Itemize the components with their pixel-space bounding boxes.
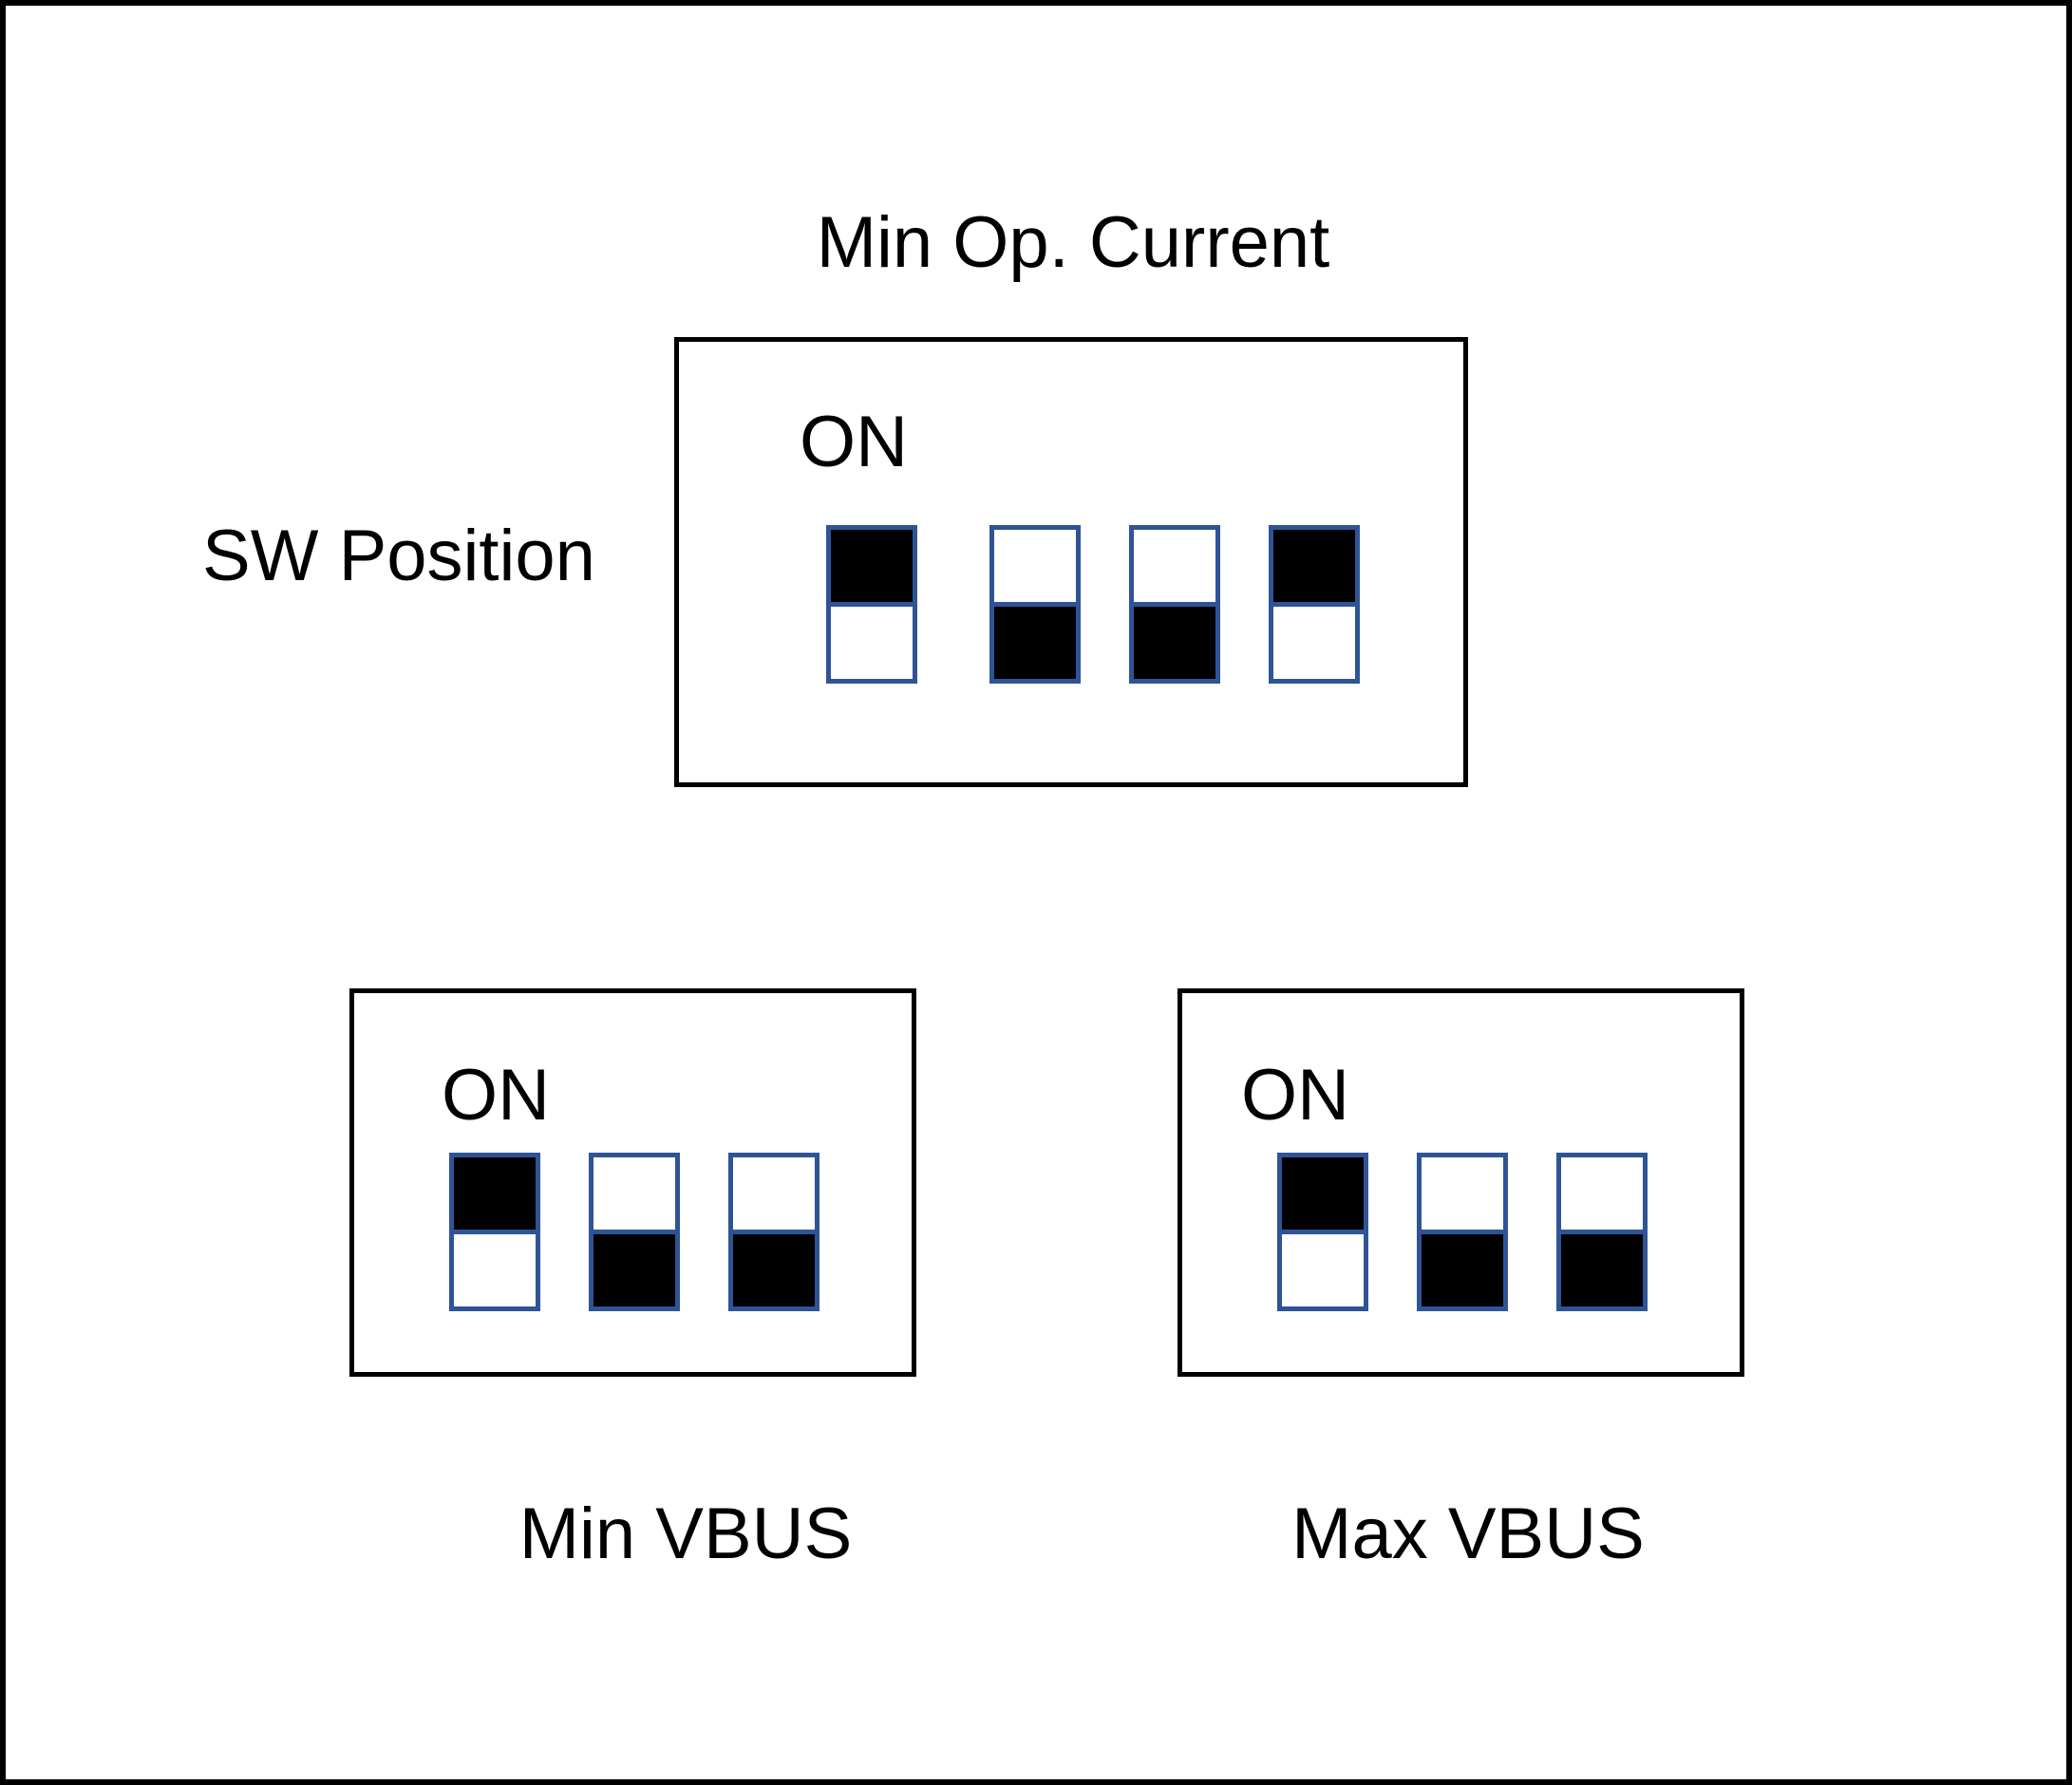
- min-op-current-title: Min Op. Current: [816, 202, 1330, 283]
- sw-position-label: SW Position: [202, 516, 595, 596]
- switch-bottom-cell: [1422, 1234, 1503, 1306]
- switch-top-cell: [831, 530, 913, 607]
- switch-bottom-cell: [733, 1234, 815, 1306]
- switch-top-cell: [1134, 530, 1215, 607]
- switch-top-cell: [454, 1157, 536, 1234]
- dip-switch-2-down[interactable]: [989, 525, 1081, 684]
- switch-bottom-cell: [1282, 1234, 1364, 1306]
- dip-switch-2-down[interactable]: [589, 1153, 680, 1311]
- switch-top-cell: [1561, 1157, 1643, 1234]
- switch-top-cell: [593, 1157, 675, 1234]
- switch-top-cell: [994, 530, 1076, 607]
- dip-switch-3-down[interactable]: [1129, 525, 1220, 684]
- max-vbus-switch-row: [1277, 1153, 1648, 1311]
- switch-bottom-cell: [994, 607, 1076, 679]
- min-vbus-switch-row: [449, 1153, 819, 1311]
- min-vbus-panel: ON: [349, 988, 916, 1377]
- on-label: ON: [800, 402, 908, 482]
- dip-switch-2-down[interactable]: [1417, 1153, 1508, 1311]
- dip-switch-3-down[interactable]: [728, 1153, 819, 1311]
- dip-switch-1-up[interactable]: [826, 525, 917, 684]
- switch-bottom-cell: [831, 607, 913, 679]
- dip-switch-3-down[interactable]: [1556, 1153, 1648, 1311]
- dip-switch-1-up[interactable]: [1277, 1153, 1368, 1311]
- on-label: ON: [442, 1055, 550, 1136]
- switch-bottom-cell: [454, 1234, 536, 1306]
- max-vbus-caption: Max VBUS: [1291, 1494, 1645, 1574]
- switch-top-cell: [1422, 1157, 1503, 1234]
- dip-switch-1-up[interactable]: [449, 1153, 540, 1311]
- switch-bottom-cell: [1273, 607, 1355, 679]
- min-vbus-caption: Min VBUS: [518, 1494, 853, 1574]
- min-op-current-switch-row: [826, 525, 1360, 684]
- switch-bottom-cell: [1134, 607, 1215, 679]
- on-label: ON: [1241, 1055, 1349, 1136]
- min-op-current-panel: ON: [674, 337, 1468, 787]
- switch-top-cell: [1273, 530, 1355, 607]
- switch-top-cell: [1282, 1157, 1364, 1234]
- max-vbus-panel: ON: [1177, 988, 1744, 1377]
- switch-bottom-cell: [1561, 1234, 1643, 1306]
- switch-top-cell: [733, 1157, 815, 1234]
- switch-bottom-cell: [593, 1234, 675, 1306]
- dip-switch-4-up[interactable]: [1269, 525, 1360, 684]
